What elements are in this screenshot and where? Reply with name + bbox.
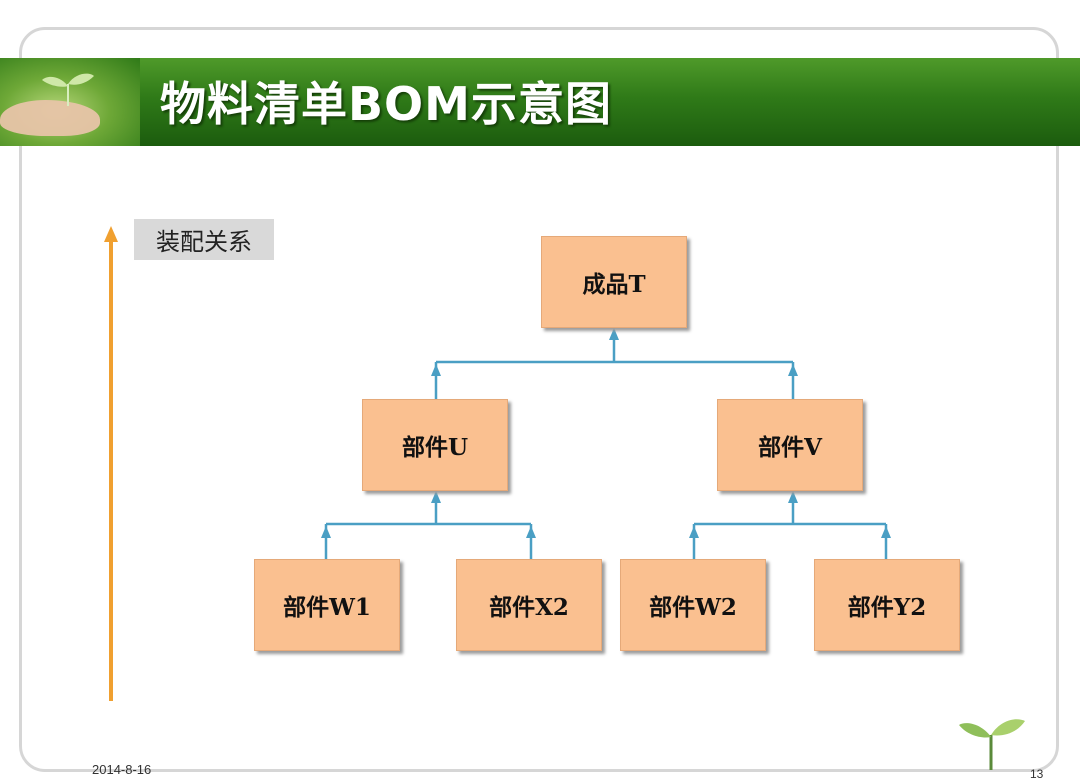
node-part-y2: 部件Y2 bbox=[814, 559, 960, 651]
sprout-icon bbox=[959, 719, 1025, 770]
node-part-x2: 部件X2 bbox=[456, 559, 602, 651]
node-part-u: 部件U bbox=[362, 399, 508, 491]
node-product-t: 成品T bbox=[541, 236, 687, 328]
slide-date: 2014-8-16 bbox=[92, 762, 152, 777]
title-banner bbox=[0, 58, 1080, 146]
page-number: 13 bbox=[1030, 767, 1044, 781]
node-part-v: 部件V bbox=[717, 399, 863, 491]
slide-title: 物料清单BOM示意图 bbox=[160, 77, 612, 131]
assembly-arrow-icon bbox=[104, 226, 118, 701]
node-part-w1: 部件W1 bbox=[254, 559, 400, 651]
node-part-w2: 部件W2 bbox=[620, 559, 766, 651]
hands-icon bbox=[0, 100, 100, 136]
sprout-in-hands-icon bbox=[42, 73, 94, 106]
assembly-relation-label: 装配关系 bbox=[134, 219, 274, 260]
